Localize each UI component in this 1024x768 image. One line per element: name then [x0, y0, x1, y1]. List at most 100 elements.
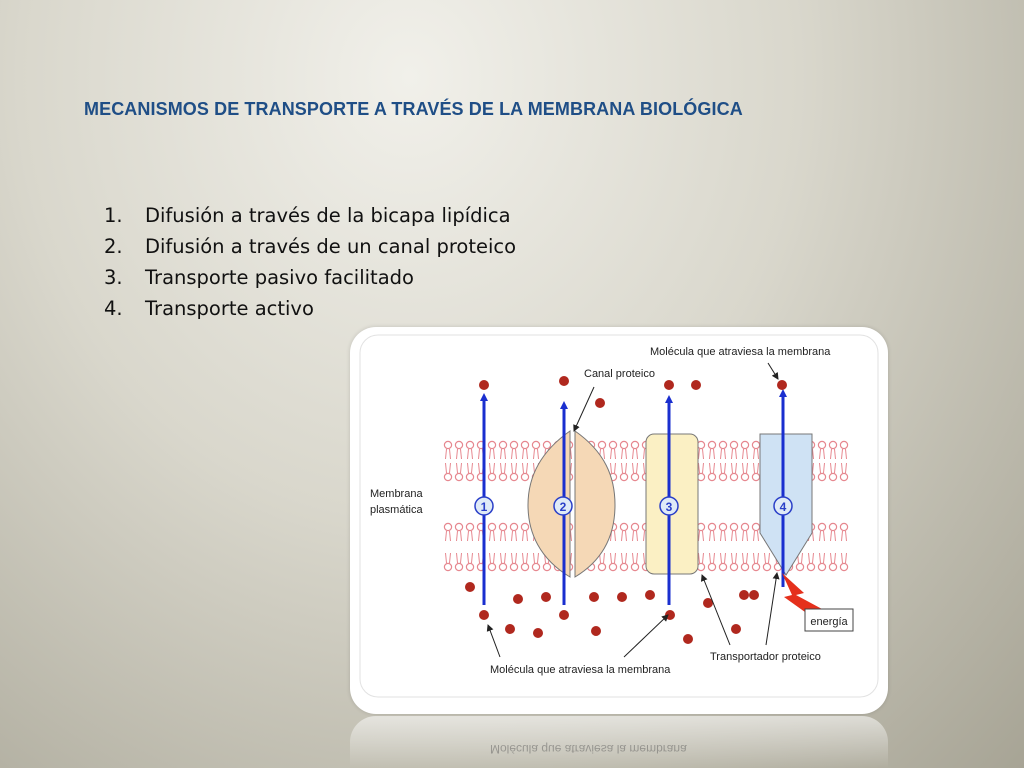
- svg-text:4: 4: [780, 500, 787, 514]
- list-item: 1. Difusión a través de la bicapa lipídic…: [104, 200, 516, 231]
- lipid-tail: [610, 448, 616, 460]
- molecule-top-label: Molécula que atraviesa la membrana: [650, 346, 831, 358]
- lipid-head: [465, 522, 475, 532]
- molecule-dot: [645, 590, 655, 600]
- lipid-head: [740, 472, 750, 482]
- lipid-tail: [720, 530, 726, 542]
- list-item-number: 3.: [104, 266, 123, 289]
- lipid-head: [630, 522, 640, 532]
- lipid-tail: [522, 530, 528, 542]
- marker-4: 4: [773, 496, 793, 516]
- lipid-head: [729, 522, 739, 532]
- molecule-dot: [595, 398, 605, 408]
- lipid-head: [443, 562, 453, 572]
- list-item-number: 1.: [104, 204, 123, 227]
- pointer-line: [573, 386, 595, 432]
- lipid-tail: [742, 530, 748, 542]
- lipid-head: [454, 472, 464, 482]
- molecule-dot: [591, 626, 601, 636]
- lipid-tail: [632, 530, 638, 542]
- lipid-tail: [500, 552, 506, 564]
- list-item-number: 4.: [104, 297, 123, 320]
- lipid-head: [531, 440, 541, 450]
- energy-box: [804, 608, 854, 632]
- molecule-dot: [749, 590, 759, 600]
- lipid-head: [817, 562, 827, 572]
- list-item: 2. Difusión a través de un canal proteico: [104, 231, 516, 262]
- lipid-tail: [500, 448, 506, 460]
- molecule-dot: [479, 380, 489, 390]
- lipid-head: [520, 440, 530, 450]
- protein-channel-shape: [574, 430, 616, 578]
- list-item-number: 2.: [104, 235, 123, 258]
- lipid-tail: [621, 448, 627, 460]
- lipid-head: [619, 440, 629, 450]
- list-item-text: Difusión a través de la bicapa lipídica: [145, 204, 511, 227]
- lipid-tail: [610, 462, 616, 474]
- lipid-tail: [456, 448, 462, 460]
- lipid-tail: [764, 552, 770, 564]
- marker-2: 2: [553, 496, 573, 516]
- lipid-tail: [467, 462, 473, 474]
- lipid-head: [729, 472, 739, 482]
- lipid-head: [718, 472, 728, 482]
- lipid-tail: [621, 552, 627, 564]
- lipid-head: [729, 562, 739, 572]
- lipid-head: [443, 522, 453, 532]
- lipid-tail: [698, 448, 704, 460]
- lipid-head: [718, 440, 728, 450]
- transporter-label: Transportador proteico: [710, 651, 821, 663]
- lipid-head: [718, 522, 728, 532]
- lipid-tail: [489, 462, 495, 474]
- lipid-head: [498, 440, 508, 450]
- lipid-tail: [489, 552, 495, 564]
- lipid-head: [520, 472, 530, 482]
- lipid-head: [718, 562, 728, 572]
- molecule-dot: [683, 634, 693, 644]
- lipid-tail: [522, 462, 528, 474]
- marker-1: 1: [474, 496, 494, 516]
- lipid-head: [762, 562, 772, 572]
- membrane-label-line-1: Membrana: [370, 488, 423, 500]
- molecule-dot: [665, 610, 675, 620]
- molecule-dot: [559, 610, 569, 620]
- lipid-head: [509, 522, 519, 532]
- lipid-tail: [632, 462, 638, 474]
- lipid-tail: [841, 462, 847, 474]
- molecule-dot: [465, 582, 475, 592]
- lipid-head: [608, 562, 618, 572]
- lipid-head: [751, 472, 761, 482]
- lipid-tail: [445, 462, 451, 474]
- lipid-head: [619, 562, 629, 572]
- figure-reflection: Molécula que atraviesa la membrana: [350, 716, 888, 768]
- lipid-head: [498, 562, 508, 572]
- lipid-tail: [632, 448, 638, 460]
- lipid-head: [619, 522, 629, 532]
- lipid-head: [839, 562, 849, 572]
- molecules: [465, 376, 787, 644]
- pointer-line: [700, 574, 731, 646]
- molecule-dot: [703, 598, 713, 608]
- lipid-head: [509, 562, 519, 572]
- list-item-text: Difusión a través de un canal proteico: [145, 235, 517, 258]
- lipid-tail: [819, 448, 825, 460]
- lipid-head: [542, 440, 552, 450]
- lipid-tail: [489, 530, 495, 542]
- lipid-tail: [511, 448, 517, 460]
- lipid-tail: [731, 448, 737, 460]
- lipid-tail: [500, 462, 506, 474]
- lipid-head: [509, 440, 519, 450]
- lipid-head: [630, 440, 640, 450]
- lipid-tail: [698, 552, 704, 564]
- protein-channel-shape: [527, 430, 571, 578]
- lipid-head: [839, 522, 849, 532]
- lipid-head: [630, 472, 640, 482]
- lipid-head: [487, 440, 497, 450]
- svg-text:3: 3: [666, 500, 673, 514]
- pointer-line: [767, 362, 779, 380]
- lipid-head: [531, 562, 541, 572]
- slide-title: MECANISMOS DE TRANSPORTE A TRAVÉS DE LA …: [84, 99, 743, 119]
- energy-label: energía: [810, 616, 848, 628]
- lipid-tail: [445, 448, 451, 460]
- lipid-head: [487, 562, 497, 572]
